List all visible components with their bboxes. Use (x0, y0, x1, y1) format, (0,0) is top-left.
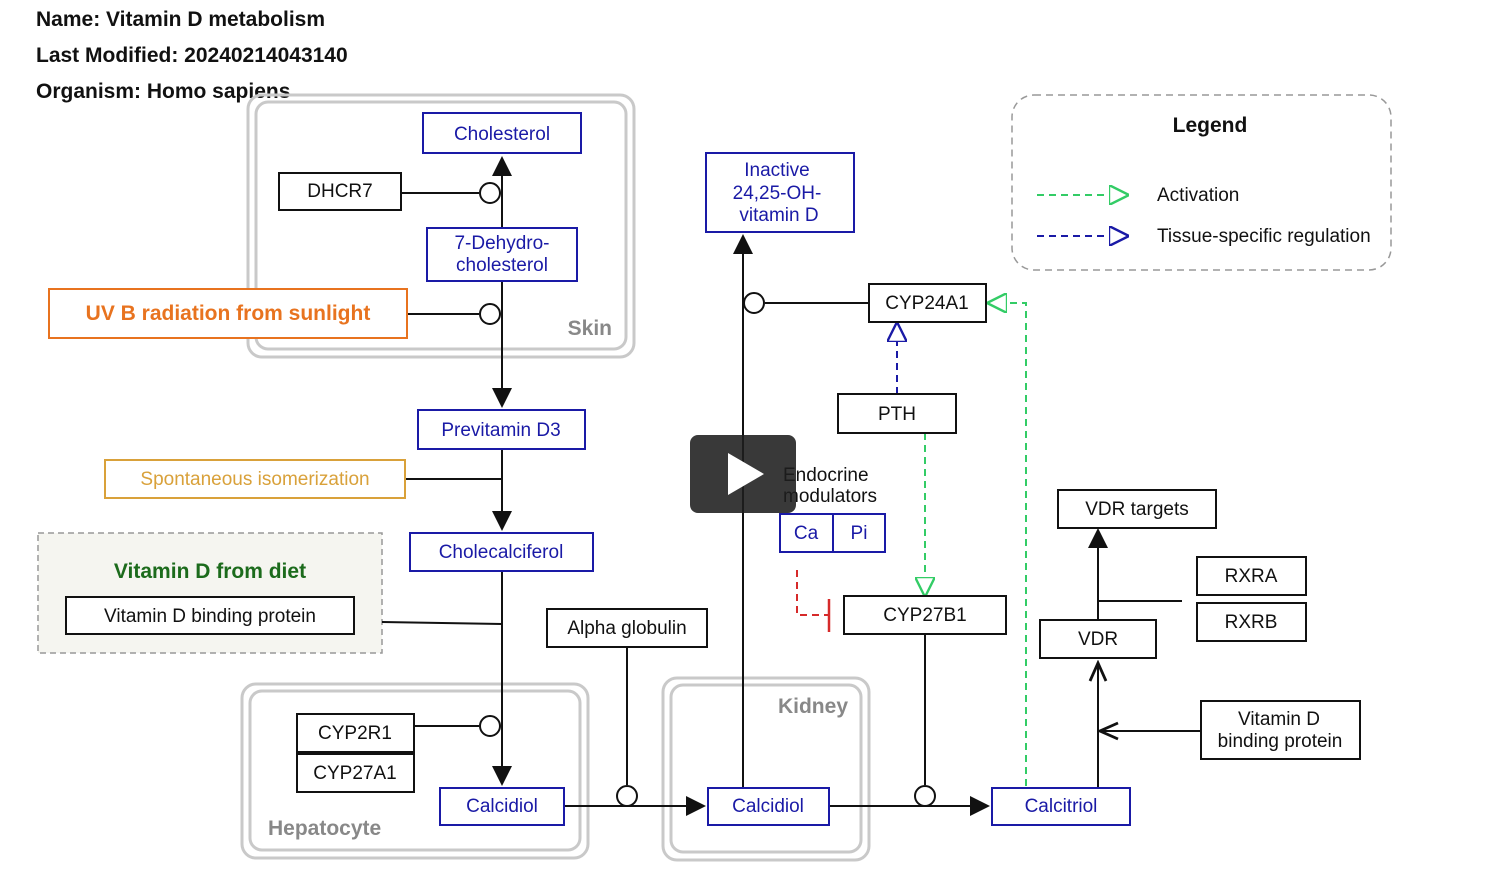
endocrine-modulators-label-line-1: Endocrine (783, 465, 869, 486)
node-label-line-1: Vitamin D (1238, 709, 1320, 730)
node-calcitriol[interactable]: Calcitriol (991, 787, 1131, 826)
edge-diet-binding (381, 621, 503, 625)
node-previtamin-d3[interactable]: Previtamin D3 (417, 409, 586, 450)
pathway-name: Name: Vitamin D metabolism (36, 8, 326, 31)
node-label: CYP27A1 (313, 763, 396, 784)
node-cyp27b1[interactable]: CYP27B1 (843, 595, 1007, 635)
node-cholecalciferol[interactable]: Cholecalciferol (409, 532, 594, 572)
node-label: Calcitriol (1025, 796, 1098, 817)
catalysis-cyp24a1 (743, 292, 765, 314)
node-7-dehydrocholesterol[interactable]: 7-Dehydro- cholesterol (426, 227, 578, 282)
node-dhcr7[interactable]: DHCR7 (278, 172, 402, 211)
edge-calcitriol-activates-cyp24a1 (989, 303, 1027, 786)
compartment-label-skin: Skin (568, 317, 612, 340)
nodes: Cholesterol 7-Dehydro- cholesterol Previ… (48, 112, 1361, 826)
compartment-skin: Skin (246, 93, 636, 359)
node-uvb-radiation[interactable]: UV B radiation from sunlight (48, 288, 408, 339)
node-label-line-1: Inactive (744, 160, 809, 181)
node-label: CYP24A1 (885, 293, 968, 314)
node-pi[interactable]: Pi (832, 513, 886, 553)
play-button[interactable] (690, 435, 796, 513)
node-cyp27a1[interactable]: CYP27A1 (296, 753, 415, 793)
node-cyp24a1[interactable]: CYP24A1 (868, 283, 987, 323)
node-label-line-3: vitamin D (739, 205, 818, 226)
node-vdr[interactable]: VDR (1039, 619, 1157, 659)
node-cyp2r1[interactable]: CYP2R1 (296, 713, 415, 753)
node-calcidiol-kidney[interactable]: Calcidiol (707, 787, 830, 826)
catalysis-cyp27b1 (914, 785, 936, 807)
node-label: DHCR7 (307, 181, 372, 202)
node-label-line-2: cholesterol (456, 255, 548, 276)
node-label: Calcidiol (732, 796, 804, 817)
node-label: Cholesterol (454, 124, 550, 145)
organism: Organism: Homo sapiens (36, 80, 291, 103)
node-label: Spontaneous isomerization (140, 469, 369, 490)
node-label: UV B radiation from sunlight (86, 302, 371, 325)
node-vitamin-d-binding-protein-kidney[interactable]: Vitamin D binding protein (1200, 700, 1361, 760)
node-rxra[interactable]: RXRA (1196, 556, 1307, 596)
legend: Legend Activation Tissue-specific regula… (1011, 94, 1392, 271)
catalysis-cyp2r1 (479, 715, 501, 737)
node-label: RXRB (1225, 612, 1278, 633)
node-label: Alpha globulin (567, 618, 686, 639)
play-icon (728, 453, 764, 495)
catalysis-uvb (479, 303, 501, 325)
compartment-label-hepatocyte: Hepatocyte (268, 817, 381, 840)
legend-title: Legend (1173, 114, 1248, 137)
node-alpha-globulin[interactable]: Alpha globulin (546, 608, 708, 648)
node-label: Pi (851, 523, 868, 544)
diet-title: Vitamin D from diet (114, 560, 306, 583)
node-label-line-1: 7-Dehydro- (454, 233, 549, 254)
node-label: Vitamin D binding protein (104, 606, 316, 627)
node-label: PTH (878, 404, 916, 425)
node-label: Calcidiol (466, 796, 538, 817)
node-label: Ca (794, 523, 819, 544)
node-label: CYP2R1 (318, 723, 392, 744)
compartment-kidney: Kidney (661, 676, 871, 862)
node-label-line-2: binding protein (1218, 731, 1343, 752)
node-label: Previtamin D3 (441, 420, 560, 441)
legend-tissue-specific-label: Tissue-specific regulation (1157, 226, 1371, 247)
node-cholesterol[interactable]: Cholesterol (422, 112, 582, 154)
node-ca[interactable]: Ca (779, 513, 834, 553)
node-pth[interactable]: PTH (837, 393, 957, 434)
compartment-hepatocyte: Hepatocyte (240, 682, 590, 860)
legend-activation-label: Activation (1157, 185, 1239, 206)
endocrine-modulators-label-line-2: modulators (783, 486, 877, 507)
edges (381, 156, 1201, 816)
edge-modulators-inhibit-cyp27b1 (796, 570, 829, 616)
node-calcidiol-liver[interactable]: Calcidiol (439, 787, 565, 826)
pathway-info: Name: Vitamin D metabolism Last Modified… (36, 2, 348, 110)
node-inactive-2425-oh-vitamin-d[interactable]: Inactive 24,25-OH- vitamin D (705, 152, 855, 233)
last-modified: Last Modified: 20240214043140 (36, 44, 348, 67)
node-spontaneous-isomerization[interactable]: Spontaneous isomerization (104, 459, 406, 499)
compartment-label-kidney: Kidney (778, 695, 848, 718)
node-label: VDR (1078, 629, 1118, 650)
node-label: Cholecalciferol (439, 542, 564, 563)
node-label: RXRA (1225, 566, 1278, 587)
node-rxrb[interactable]: RXRB (1196, 602, 1307, 642)
node-vdr-targets[interactable]: VDR targets (1057, 489, 1217, 529)
node-label: VDR targets (1085, 499, 1188, 520)
catalysis-alpha-globulin (616, 785, 638, 807)
node-label-line-2: 24,25-OH- (733, 183, 822, 204)
catalysis-dhcr7 (479, 182, 501, 204)
node-vitamin-d-binding-protein-diet[interactable]: Vitamin D binding protein (65, 596, 355, 635)
node-label: CYP27B1 (883, 605, 966, 626)
